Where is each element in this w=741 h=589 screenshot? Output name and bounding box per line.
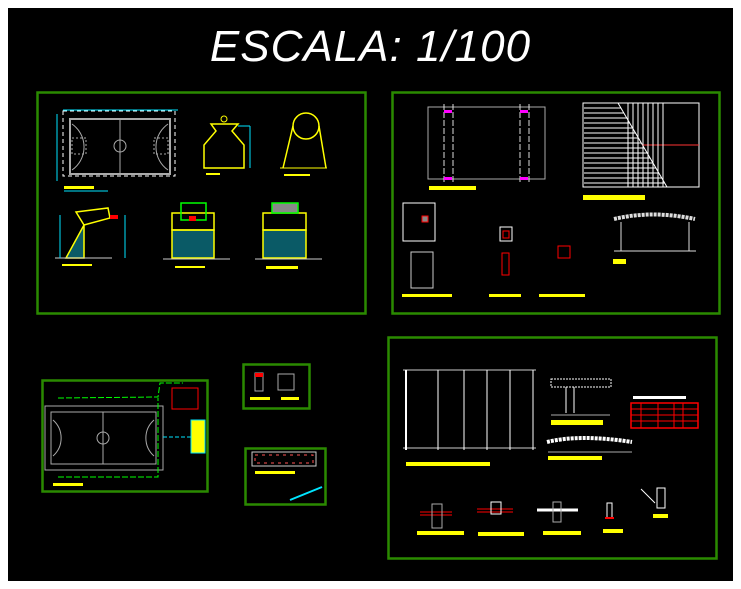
panel-roof-structure	[387, 336, 718, 560]
panel-lighting-details	[242, 363, 311, 410]
hoop-front-elevation	[163, 202, 230, 268]
panel-electrical-plan	[41, 379, 209, 493]
column-detail	[489, 226, 521, 297]
foundation-plan	[427, 104, 546, 190]
truss-section	[550, 378, 612, 425]
column-grid-plan	[403, 369, 536, 466]
panel-beam-details	[244, 447, 327, 506]
connection-details	[417, 487, 668, 536]
footing-detail	[402, 202, 452, 297]
hoop-lateral-elevation	[55, 207, 126, 266]
truss-elevation	[613, 212, 696, 264]
hoop-plan	[203, 115, 251, 175]
panel-court-plans	[36, 91, 367, 315]
steel-schedule-table	[630, 396, 699, 429]
anchor-detail	[539, 245, 585, 297]
drawing-scale-title: ESCALA: 1/100	[209, 22, 532, 71]
panel-structural-plans	[391, 91, 721, 315]
hoop-side-view	[280, 112, 327, 176]
truss-elevation-long	[546, 436, 633, 460]
hoop-rear-elevation	[255, 202, 322, 269]
roof-plan	[582, 102, 700, 200]
court-plan	[56, 109, 178, 192]
